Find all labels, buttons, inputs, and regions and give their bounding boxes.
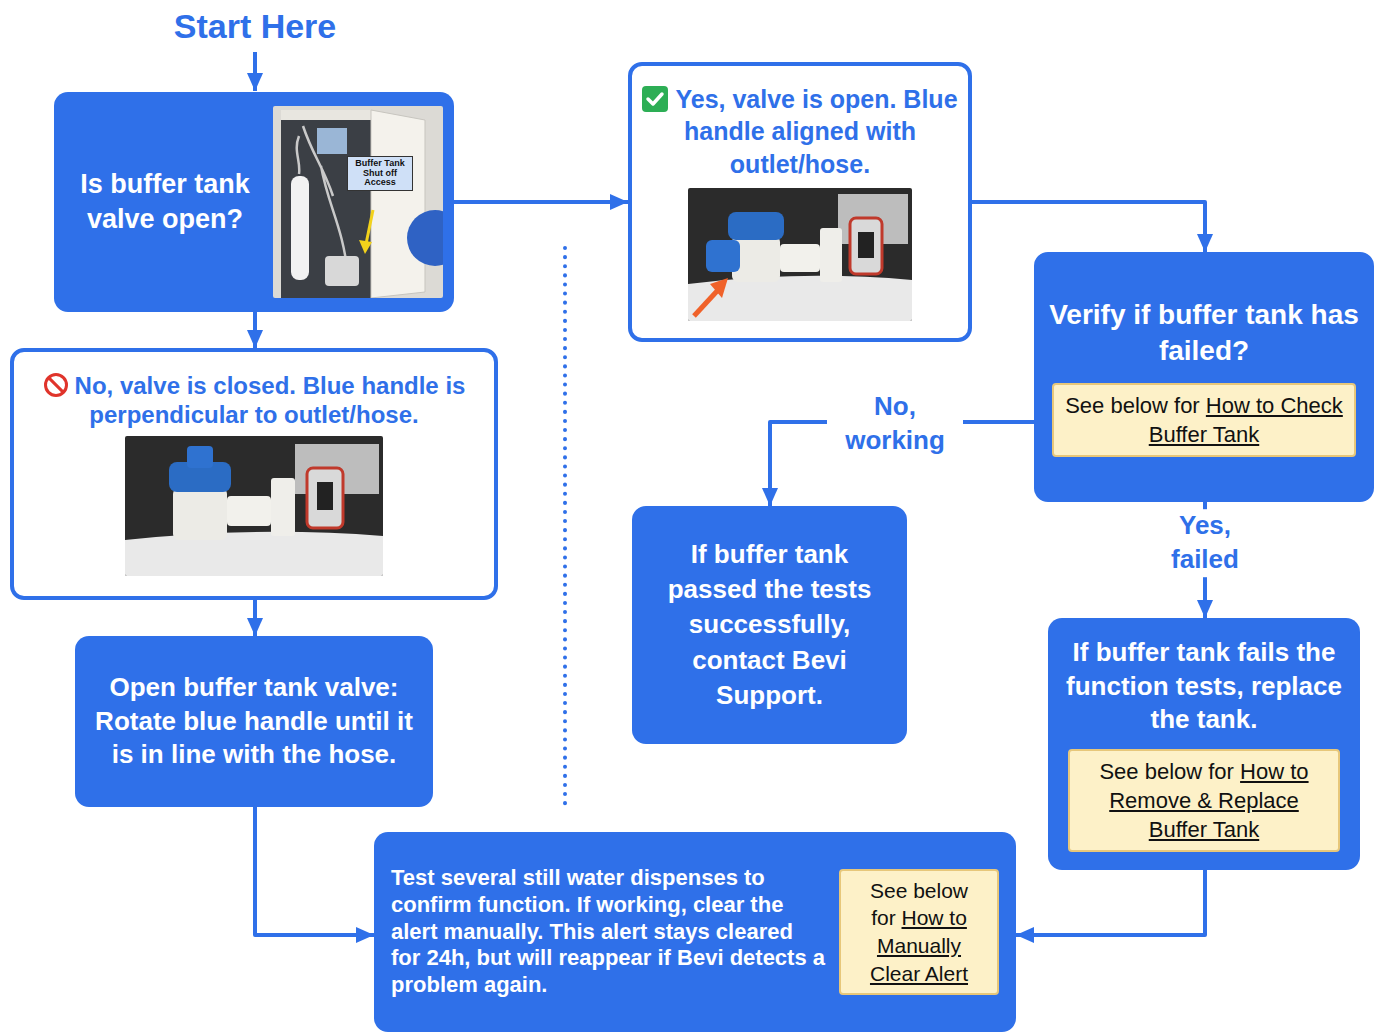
- step-text: If buffer tank passed the tests successf…: [646, 537, 893, 712]
- valve-closed-photo: [125, 436, 383, 576]
- valve-handle-lever: [706, 240, 740, 272]
- step-text: Test several still water dispenses to co…: [391, 865, 827, 999]
- pointer-arrow-head: [710, 278, 728, 298]
- pointer-arrow: [366, 210, 373, 244]
- door-graphic: [407, 210, 443, 266]
- edge-label: Yes, failed: [1137, 509, 1273, 577]
- flow-title: Start Here: [125, 6, 385, 47]
- hose-fitting: [850, 218, 882, 274]
- photo: Buffer Tank Shut off Access: [273, 106, 443, 298]
- process-box: If buffer tank passed the tests successf…: [632, 506, 907, 744]
- answer-box: Yes, valve is open. Blue handle aligned …: [628, 62, 972, 342]
- photo: [688, 188, 912, 321]
- heading-row: No, valve is closed. Blue handle is perp…: [24, 372, 484, 430]
- flow-arrow: [1016, 870, 1205, 935]
- prohibited-icon: [43, 372, 69, 398]
- check-box: [642, 86, 668, 112]
- valve-handle-lever: [187, 446, 213, 468]
- step-text: Open buffer tank valve: Rotate blue hand…: [91, 671, 417, 772]
- valve-open-photo: [688, 188, 912, 321]
- open-door: [371, 110, 425, 298]
- fitting-ring: [858, 232, 874, 258]
- flow-arrow: [253, 600, 257, 636]
- pointer-arrow: [694, 290, 718, 316]
- link-note-box: See below forHow to Manually Clear Alert: [839, 869, 999, 996]
- photo-ground: [273, 106, 443, 298]
- process-box: Verify if buffer tank has failed? See bel…: [1034, 252, 1374, 502]
- pointer-arrow-head: [359, 240, 372, 254]
- prohibited-slash: [48, 378, 63, 393]
- flow-arrow: [253, 312, 257, 348]
- outlet-fitting: [780, 244, 820, 272]
- note-text: See below for: [1065, 393, 1200, 418]
- prohibited-ring: [45, 375, 66, 396]
- kiosk-photo: [273, 106, 443, 298]
- flow-arrow: [255, 807, 374, 935]
- heading-row: Yes, valve is open. Blue handle aligned …: [642, 83, 958, 181]
- fitting-ring: [317, 482, 333, 510]
- photo-ground: [125, 436, 383, 576]
- step-text: Verify if buffer tank has failed?: [1048, 297, 1360, 370]
- process-box: Is buffer tank valve open? Buffer Tank Sh…: [54, 92, 454, 312]
- photo-callout: Buffer Tank Shut off Access: [347, 156, 413, 191]
- tank-housing: [325, 256, 359, 286]
- elbow-fitting: [271, 478, 295, 536]
- process-box: If buffer tank fails the function tests,…: [1048, 618, 1360, 870]
- link-note-box: See below forHow to Remove & Replace Buf…: [1068, 749, 1340, 852]
- link-note-box: See below forHow to Check Buffer Tank: [1052, 383, 1356, 457]
- note-text: See below for: [1099, 759, 1234, 784]
- filter-tank: [291, 176, 309, 280]
- process-box: Test several still water dispenses to co…: [374, 832, 1016, 1032]
- cabinet-interior: [281, 110, 371, 298]
- control-board: [317, 128, 347, 154]
- photo: [125, 436, 383, 576]
- tubing: [297, 126, 348, 276]
- flow-arrow: [454, 200, 628, 204]
- check-mark: [648, 94, 662, 104]
- check-icon: [642, 86, 668, 112]
- outlet-fitting: [227, 496, 271, 526]
- photo-ground: [688, 188, 912, 321]
- process-box: Open buffer tank valve: Rotate blue hand…: [75, 636, 433, 807]
- flow-arrow: [972, 202, 1205, 252]
- housing-plate: [688, 276, 912, 321]
- answer-text: No, valve is closed. Blue handle is perp…: [75, 372, 466, 428]
- step-text: If buffer tank fails the function tests,…: [1060, 636, 1348, 737]
- step-text: Is buffer tank valve open?: [65, 167, 265, 237]
- answer-text: Yes, valve is open. Blue handle aligned …: [675, 85, 957, 178]
- edge-label: No, working: [827, 390, 963, 458]
- valve-body: [173, 488, 227, 540]
- start-arrow: [253, 52, 257, 91]
- answer-box: No, valve is closed. Blue handle is perp…: [10, 348, 498, 600]
- valve-handle: [728, 212, 784, 240]
- cabinet-top: [281, 110, 371, 120]
- hose-fitting: [307, 468, 343, 528]
- housing-plate: [125, 532, 383, 576]
- dotted-divider: [563, 248, 567, 805]
- elbow-fitting: [820, 228, 842, 282]
